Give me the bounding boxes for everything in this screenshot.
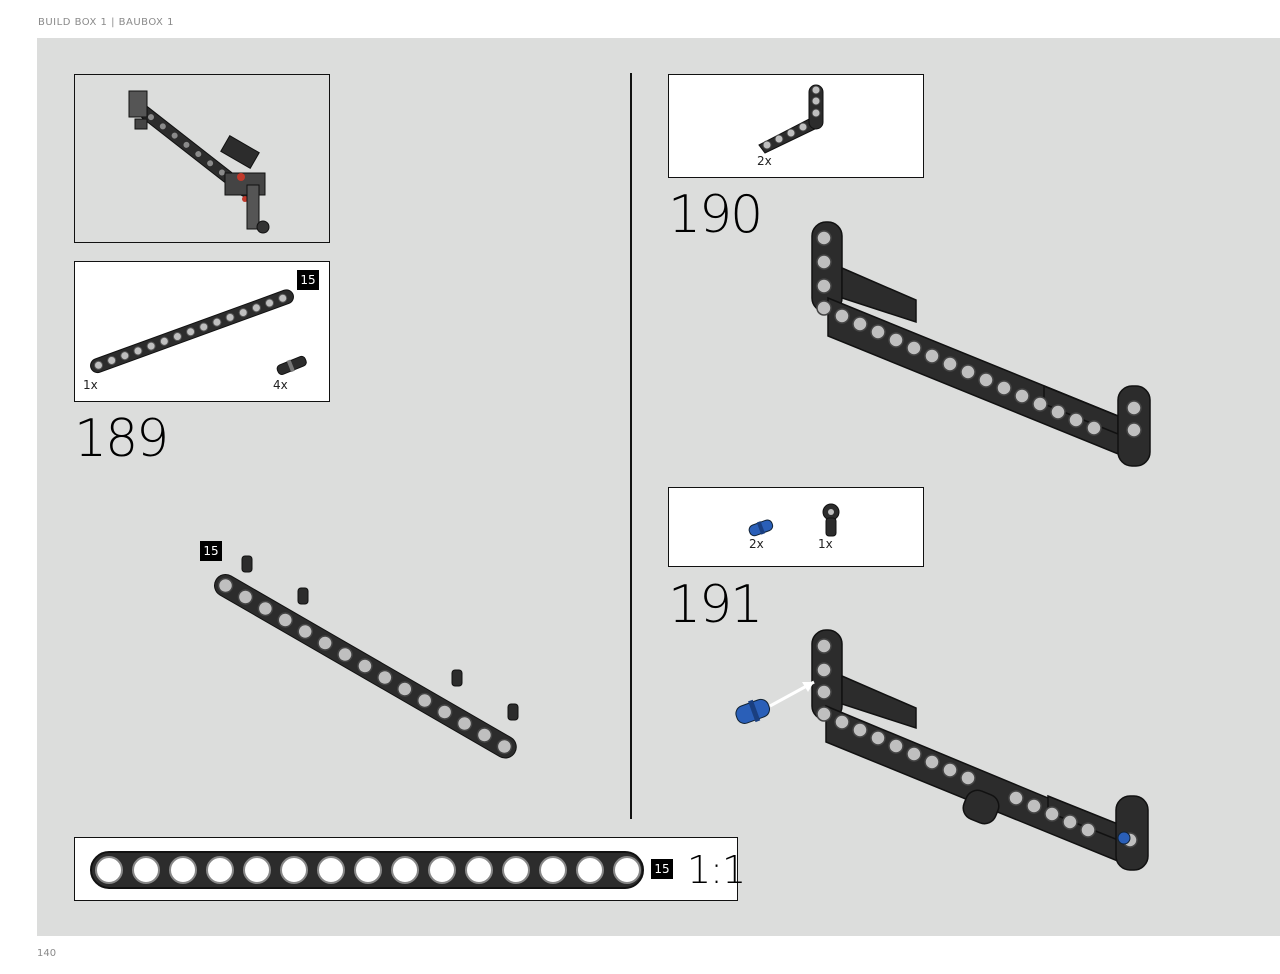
page-number: 140	[37, 948, 57, 959]
connector-pin-icon	[276, 355, 307, 375]
step-191-parts-list: 2x 1x	[668, 487, 924, 567]
l-beam-qty: 2x	[757, 154, 772, 168]
step-number-189: 189	[74, 409, 169, 469]
connector-pin-qty: 4x	[273, 378, 288, 392]
beam-15-qty: 1x	[83, 378, 98, 392]
beam-length-badge: 15	[297, 270, 319, 290]
step-191-assembly	[735, 629, 1149, 871]
context-preview	[74, 74, 330, 243]
l-beam-icon	[758, 84, 824, 154]
column-divider	[630, 73, 632, 819]
angle-connector-qty: 1x	[818, 537, 833, 551]
step-number-191: 191	[668, 575, 763, 635]
step-189-parts-list: 1x 4x 15	[74, 261, 330, 402]
page-header: BUILD BOX 1 | BAUBOX 1	[38, 17, 174, 28]
step-189-assembly	[214, 555, 519, 759]
step-190-parts-list: 2x	[668, 74, 924, 178]
beam-15-icon	[90, 289, 294, 374]
assembly-preview-icon	[128, 90, 270, 234]
blue-pin-icon	[748, 519, 774, 537]
assembly-length-badge: 15	[200, 541, 222, 561]
angle-connector-icon	[822, 503, 840, 537]
scale-label: 1:1	[687, 848, 746, 892]
step-number-190: 190	[668, 185, 763, 245]
step-190-assembly	[811, 221, 1151, 467]
beam-ruler-icon	[90, 851, 644, 889]
scale-ruler: 15 1:1	[74, 837, 746, 901]
blue-pin-qty: 2x	[749, 537, 764, 551]
ruler-length-badge: 15	[651, 859, 673, 879]
